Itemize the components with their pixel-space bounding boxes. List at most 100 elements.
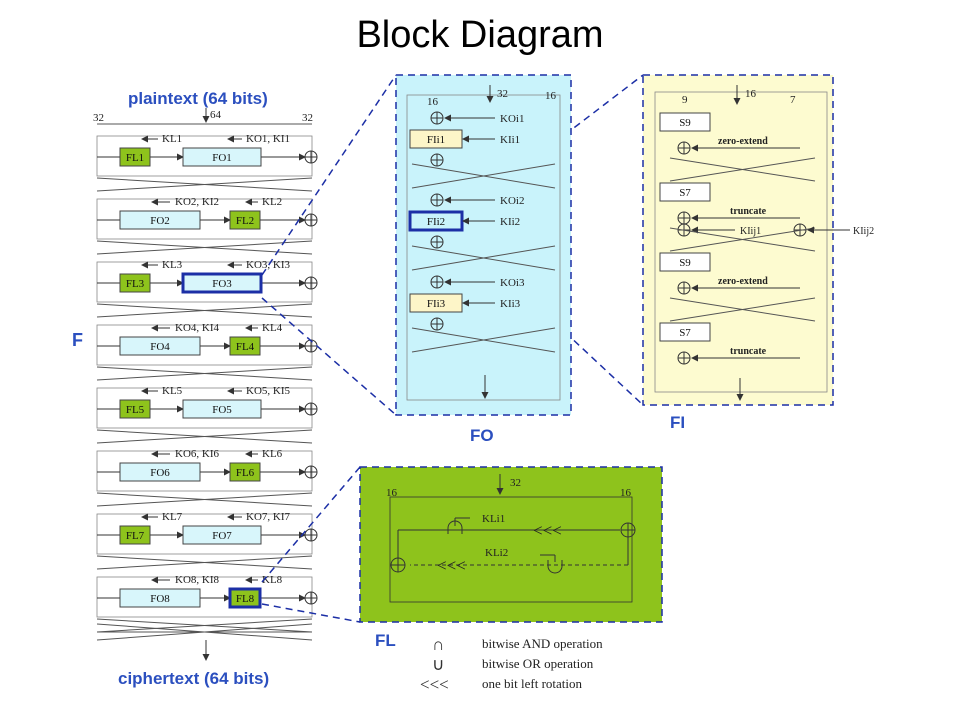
main-xor-icon (304, 402, 318, 416)
fo-label: FO (470, 426, 494, 445)
fl-panel: 16 32 16 KLi1 <<< KLi2 <<< FL (359, 466, 663, 650)
fi-op-label: zero-extend (718, 136, 768, 147)
fo-xor-icon (430, 193, 444, 207)
fo-box-6: FO6 (119, 462, 201, 482)
fo-box-label: FO6 (150, 467, 170, 479)
fo-bits-left: 16 (427, 96, 439, 108)
round-key-left: KO8, KI8 (175, 574, 219, 586)
or-op-icon (547, 560, 563, 574)
round-key-right: KL6 (262, 448, 283, 460)
fl-box-label: FL1 (126, 152, 144, 164)
legend-or-text: bitwise OR operation (482, 656, 594, 671)
fo-xor-icon (430, 275, 444, 289)
fi-bits-left: 9 (682, 94, 688, 106)
page-title: Block Diagram (356, 14, 604, 56)
round-key-left: KO2, KI2 (175, 196, 219, 208)
fo-bits-right: 16 (545, 90, 557, 102)
fl-box-3: FL3 (119, 273, 151, 293)
fi-sbox-label: S7 (679, 187, 691, 199)
fo-box-2: FO2 (119, 210, 201, 230)
fo-ki-key: KIi3 (500, 298, 521, 310)
round-key-left: KL7 (162, 511, 183, 523)
fl-box-label: FL6 (236, 467, 255, 479)
fo-box-label: FO5 (212, 404, 232, 416)
round-key-right: KO7, KI7 (246, 511, 290, 523)
fo-box-1: FO1 (182, 147, 262, 167)
fo-ko-key: KOi2 (500, 195, 524, 207)
fl-box-label: FL3 (126, 278, 145, 290)
legend-or-icon: ∪ (432, 655, 444, 674)
round-key-left: KL1 (162, 133, 182, 145)
fo-ko-key: KOi1 (500, 113, 524, 125)
round-key-right: KL8 (262, 574, 283, 586)
round-key-left: KO4, KI4 (175, 322, 219, 334)
fi-xor-icon (677, 141, 691, 155)
fo-fi-box-label: FIi1 (427, 134, 445, 146)
fl-box-label: FL4 (236, 341, 255, 353)
plaintext-label: plaintext (64 bits) (128, 89, 268, 108)
main-bits-right: 32 (302, 112, 313, 124)
fl-box-1: FL1 (119, 147, 151, 167)
fo-box-label: FO8 (150, 593, 170, 605)
fi-sbox (659, 322, 711, 342)
main-xor-icon (304, 276, 318, 290)
round-key-left: KO6, KI6 (175, 448, 219, 460)
fi-sbox-label: S9 (679, 257, 691, 269)
fl-bits-left: 16 (386, 487, 398, 499)
fi-xor-icon (677, 281, 691, 295)
fo-ki-key: KIi2 (500, 216, 520, 228)
fi-key1: KIij1 (740, 226, 761, 237)
fo-ko-key: KOi3 (500, 277, 525, 289)
fo-box-label: FO7 (212, 530, 232, 542)
round-8: FL8 FO8 KO8, KI8 KL8 (96, 574, 318, 633)
fi-bits-right: 7 (790, 94, 796, 106)
fo-box-3: FO3 (181, 272, 263, 294)
fo-xor-icon (430, 111, 444, 125)
fl-rot-top: <<< (533, 521, 562, 540)
fo-bits-top: 32 (497, 88, 508, 100)
fi-panel: 9 16 7 S9zero-extendS7truncateKIij1S9zer… (642, 74, 874, 432)
fl-box-2: FL2 (229, 210, 261, 230)
legend-and-icon: ∩ (432, 635, 444, 654)
fi-sbox (659, 252, 711, 272)
fl-box-7: FL7 (119, 525, 151, 545)
fi-op-label: truncate (730, 206, 767, 217)
legend: ∩ bitwise AND operation ∪ bitwise OR ope… (420, 635, 603, 694)
fl-key2: KLi2 (485, 547, 508, 559)
legend-rot-icon: <<< (420, 675, 449, 694)
fl-bits-right: 16 (620, 487, 632, 499)
round-key-right: KO1, KI1 (246, 133, 290, 145)
fl-key1: KLi1 (482, 513, 505, 525)
fl-box-4: FL4 (229, 336, 261, 356)
round-key-left: KL5 (162, 385, 183, 397)
main-xor-icon (304, 591, 318, 605)
fl-label: FL (375, 631, 396, 650)
legend-rot-text: one bit left rotation (482, 676, 583, 691)
fo-xor-icon (430, 317, 444, 331)
f-label: F (72, 330, 83, 350)
main-xor-icon (304, 465, 318, 479)
fl-box-label: FL8 (236, 593, 255, 605)
round-key-right: KL4 (262, 322, 283, 334)
fo-fi-box-label: FIi2 (427, 216, 445, 228)
fi-sbox (659, 182, 711, 202)
legend-and-text: bitwise AND operation (482, 636, 603, 651)
fo-box-4: FO4 (119, 336, 201, 356)
fl-box-8: FL8 (228, 587, 262, 609)
fl-box-6: FL6 (229, 462, 261, 482)
fo-xor-icon (430, 153, 444, 167)
fo-box-7: FO7 (182, 525, 262, 545)
